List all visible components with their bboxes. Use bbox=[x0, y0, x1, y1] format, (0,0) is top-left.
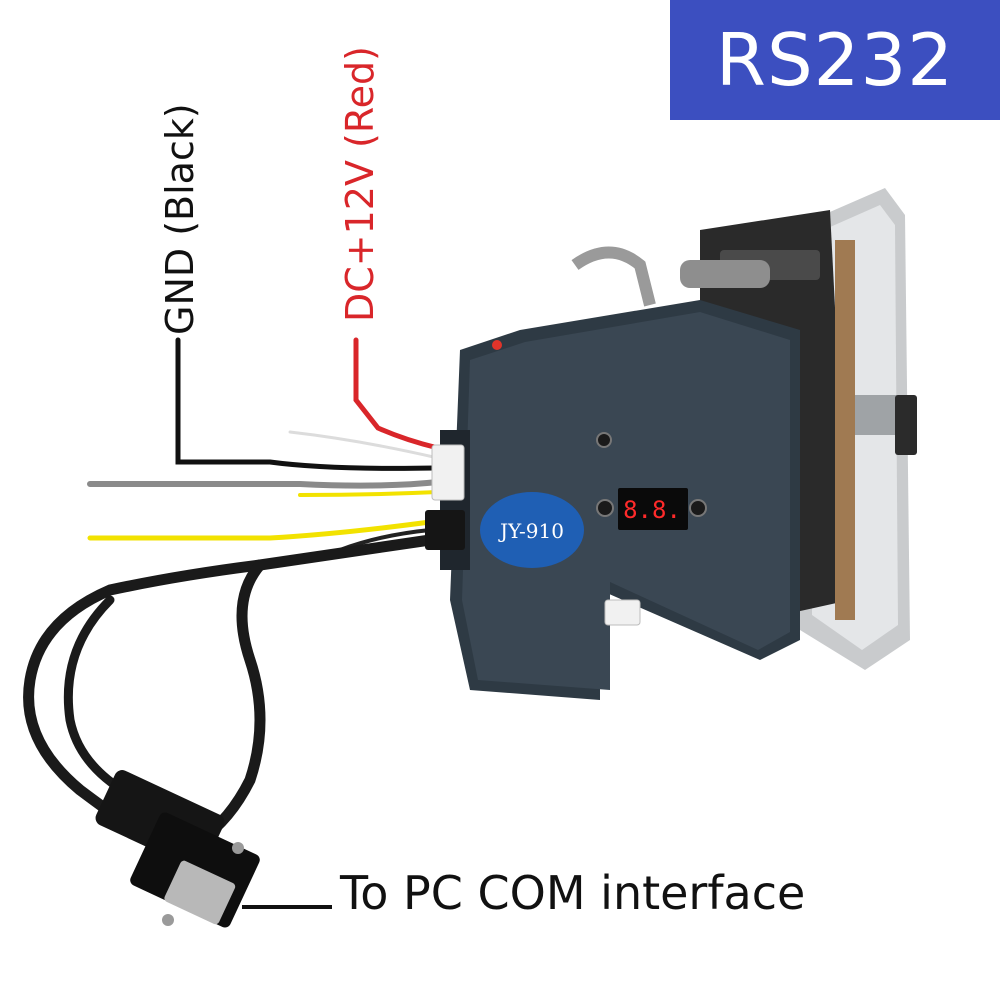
dc-red-wire bbox=[353, 337, 441, 451]
serial-cable bbox=[23, 534, 436, 846]
gray-wire bbox=[87, 479, 441, 489]
yellow-wire-2 bbox=[87, 519, 433, 541]
dc-label: DC+12V (Red) bbox=[338, 46, 382, 322]
segment-display: 8.8. bbox=[618, 488, 688, 530]
add-button bbox=[596, 499, 614, 517]
jy-910-logo: JY-910 bbox=[480, 492, 584, 568]
gnd-label: GND (Black) bbox=[158, 103, 202, 335]
wire-connectors bbox=[425, 340, 641, 626]
db9-connector bbox=[95, 770, 260, 928]
model-text: JY-910 bbox=[498, 519, 564, 543]
rs232-badge: RS232 bbox=[670, 0, 1000, 120]
device-buttons bbox=[596, 432, 707, 517]
display-text: 8.8. bbox=[623, 496, 681, 524]
com-label: To PC COM interface bbox=[340, 866, 806, 920]
com-pointer-line bbox=[242, 905, 332, 909]
rs232-badge-text: RS232 bbox=[715, 18, 955, 102]
minus-button bbox=[596, 432, 612, 448]
wire-bundle bbox=[87, 337, 441, 552]
set-button bbox=[689, 499, 707, 517]
yellow-wire-1 bbox=[298, 490, 440, 497]
gnd-black-wire bbox=[175, 337, 438, 471]
white-wire bbox=[288, 430, 440, 460]
